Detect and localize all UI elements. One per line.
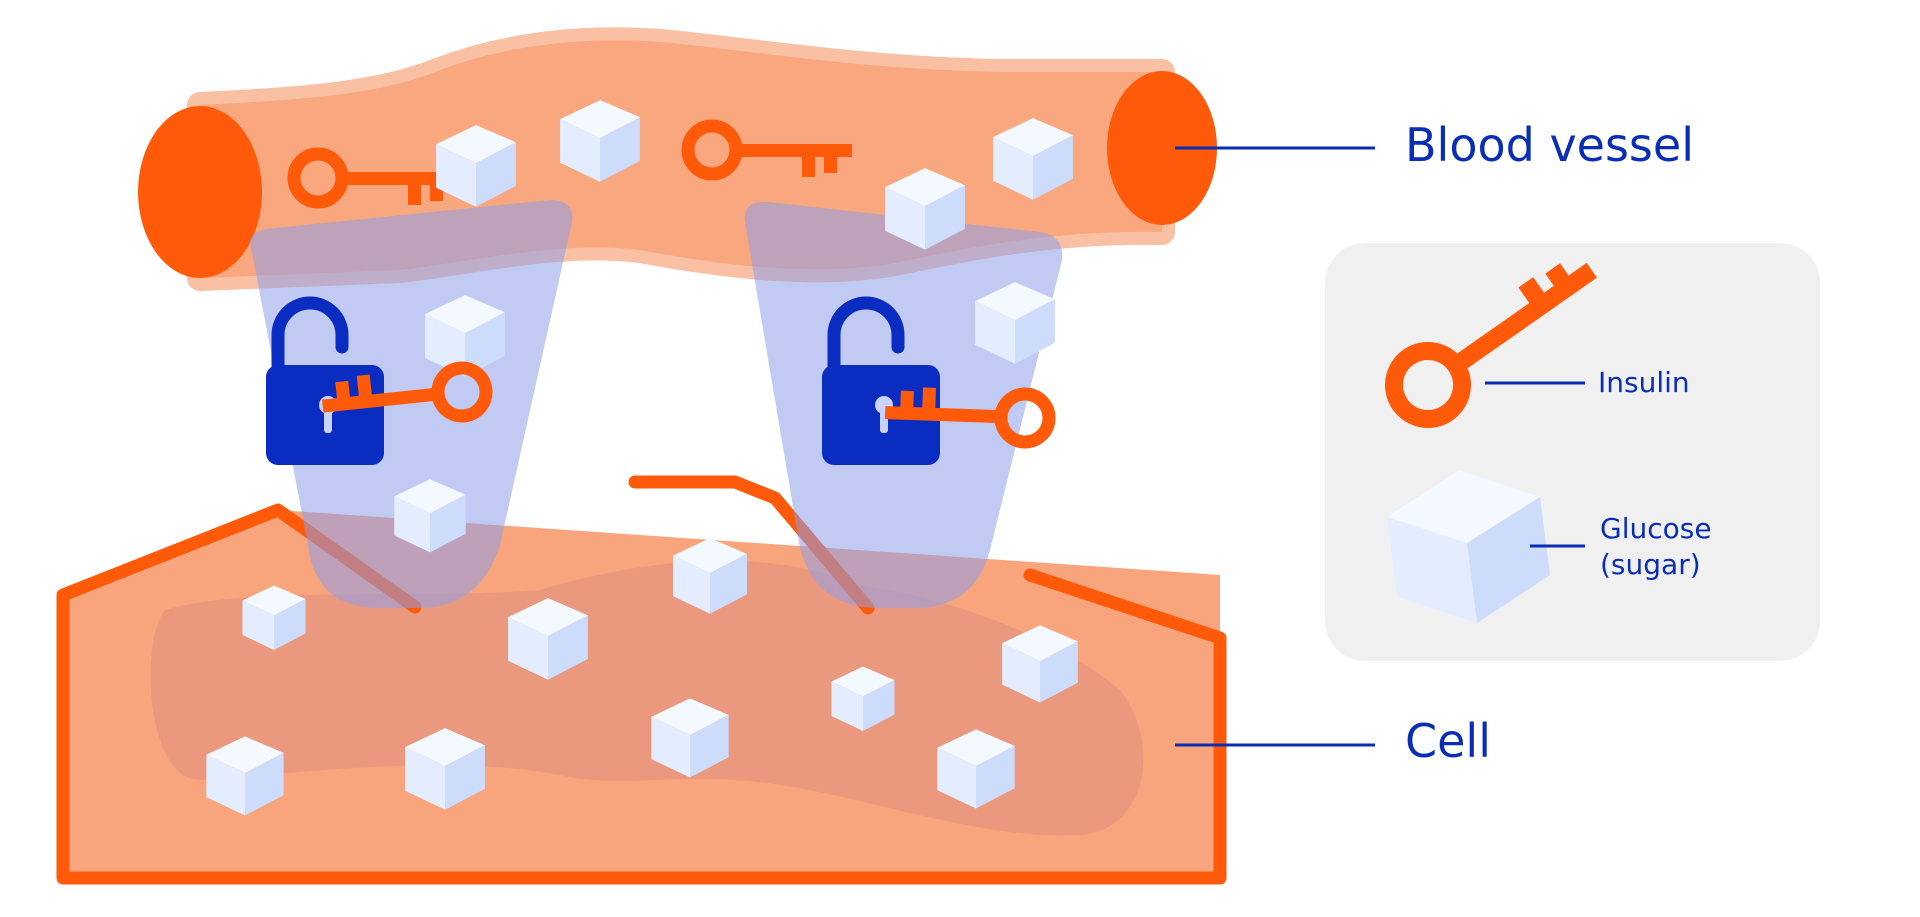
legend-glucose-sublabel: (sugar) <box>1600 548 1701 581</box>
legend: Insulin Glucose (sugar) <box>1325 243 1820 661</box>
legend-panel <box>1325 243 1820 661</box>
key-icon <box>1385 262 1597 428</box>
sugar-cube-icon <box>1387 470 1550 623</box>
legend-glucose-label: Glucose <box>1600 512 1712 545</box>
cell-label: Cell <box>1405 714 1491 768</box>
glucose-channel-left <box>250 200 573 608</box>
legend-insulin-label: Insulin <box>1598 366 1690 399</box>
blood-vessel-label: Blood vessel <box>1405 118 1694 172</box>
